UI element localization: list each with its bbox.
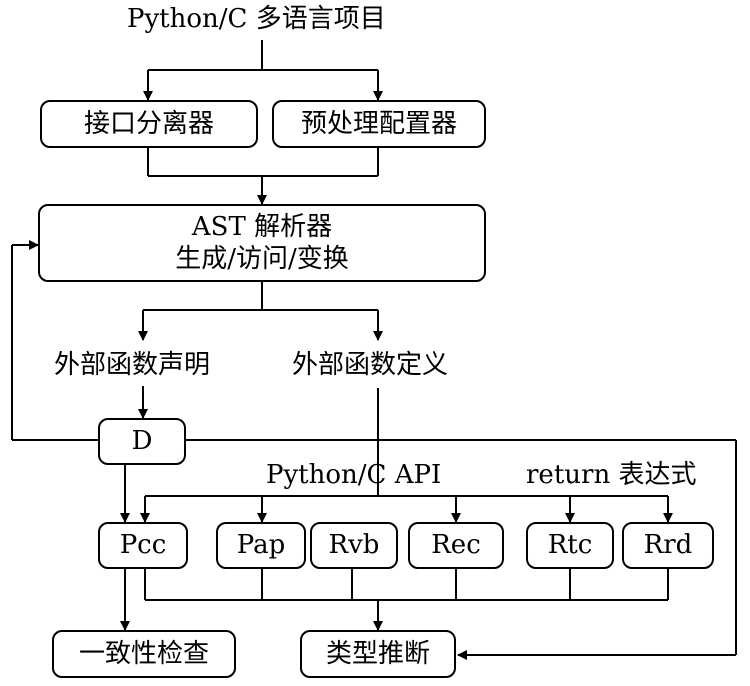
python-c-api-label: Python/C API [266,460,442,490]
extern-decl-label: 外部函数声明 [54,350,211,380]
interface-separator-box: 接口分离器 [40,100,258,148]
rrd-box: Rrd [622,522,714,569]
rvb-box: Rvb [310,522,398,569]
rtc-box: Rtc [526,522,614,569]
extern-def-label: 外部函数定义 [292,350,449,380]
consistency-check-box: 一致性检查 [52,630,236,678]
ast-parser-box: AST 解析器 生成/访问/变换 [38,204,486,282]
project-label: Python/C 多语言项目 [127,4,386,34]
preprocess-config-box: 预处理配置器 [272,100,486,148]
rec-box: Rec [408,522,504,569]
ast-parser-subtitle: 生成/访问/变换 [175,244,349,274]
pap-box: Pap [216,522,306,569]
ast-parser-title: AST 解析器 [191,211,333,242]
return-expression-label: return 表达式 [526,460,697,490]
pcc-box: Pcc [98,522,188,569]
d-node-box: D [98,418,186,465]
type-inference-box: 类型推断 [300,630,456,678]
